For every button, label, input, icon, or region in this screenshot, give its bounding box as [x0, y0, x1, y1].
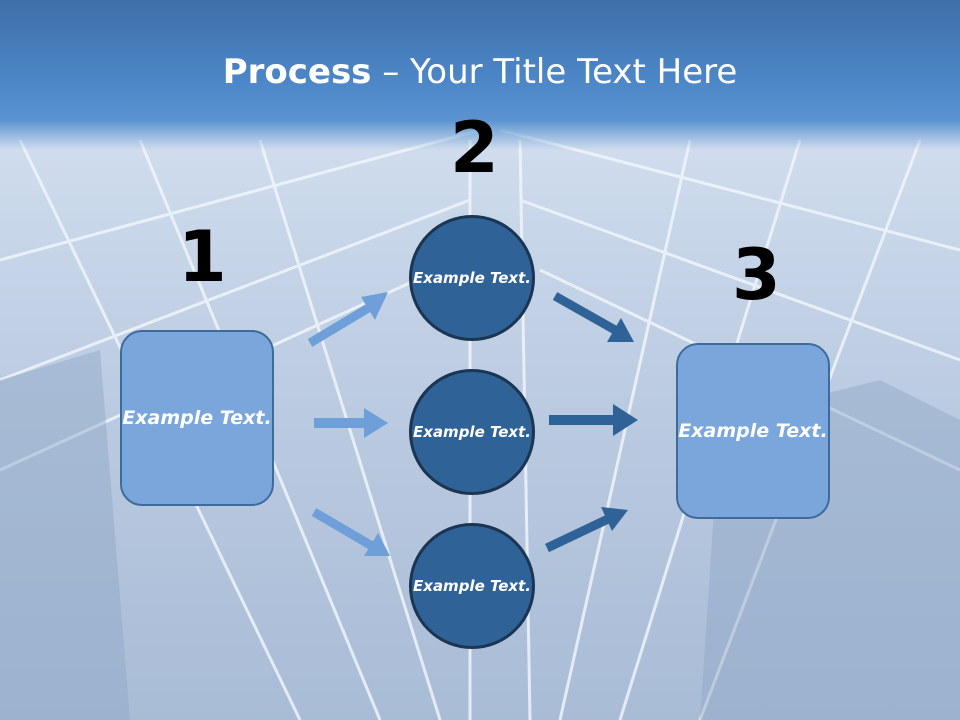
- slide-title: Process – Your Title Text Here: [0, 52, 960, 92]
- arrow-left-up: [307, 292, 388, 347]
- step-number-2: 2: [450, 107, 499, 189]
- right-process-box: Example Text.: [676, 343, 830, 519]
- title-bold: Process: [222, 52, 372, 92]
- process-circle-middle: Example Text.: [409, 369, 535, 495]
- arrow-right-middle: [549, 404, 638, 436]
- step-number-1: 1: [178, 216, 227, 298]
- arrow-left-down: [311, 508, 390, 556]
- process-circle-bottom: Example Text.: [409, 523, 535, 649]
- arrow-left-middle: [314, 408, 388, 438]
- arrow-right-down: [552, 292, 634, 342]
- arrow-right-up: [545, 507, 628, 553]
- process-circle-top: Example Text.: [409, 215, 535, 341]
- header-band: [0, 0, 960, 150]
- title-rest: – Your Title Text Here: [371, 52, 738, 92]
- left-process-box: Example Text.: [120, 330, 274, 506]
- step-number-3: 3: [732, 234, 781, 316]
